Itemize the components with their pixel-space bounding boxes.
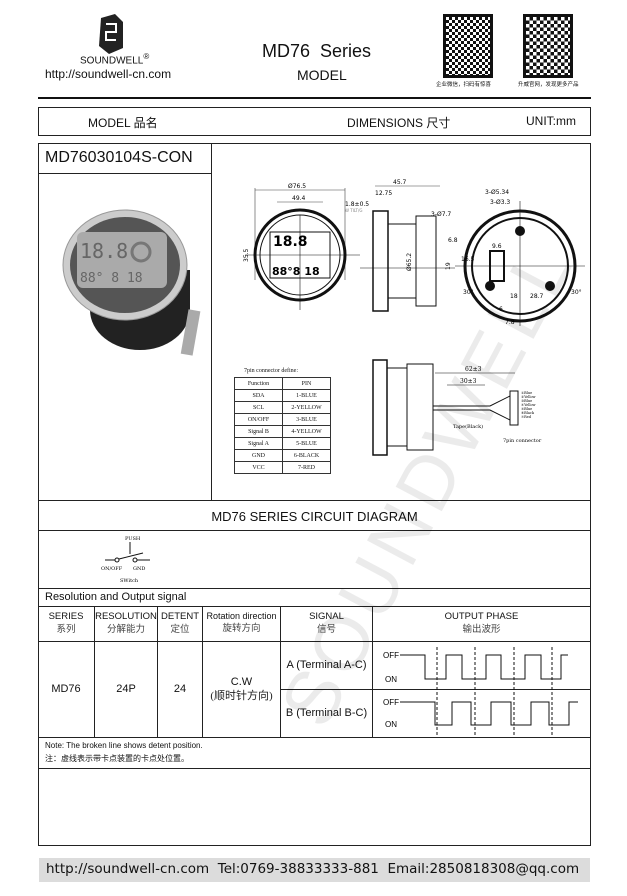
svg-text:9.6: 9.6 xyxy=(492,243,502,250)
rotation-value: C.W(顺时针方向) xyxy=(203,641,281,737)
svg-text:28.7: 28.7 xyxy=(530,293,544,300)
footer-contact: http://soundwell-cn.com Tel:0769-3883333… xyxy=(46,861,580,877)
footer-bar xyxy=(39,858,590,882)
note-zh: 注：虚线表示带卡点装置的卡点处位置。 xyxy=(45,754,189,763)
svg-text:49.4: 49.4 xyxy=(292,195,306,202)
svg-text:⑤Blue: ⑤Blue xyxy=(521,407,532,411)
svg-text:⑦Red: ⑦Red xyxy=(521,415,532,419)
svg-text:OFF: OFF xyxy=(383,651,399,660)
signal-a: A (Terminal A-C) xyxy=(281,641,373,689)
svg-text:18: 18 xyxy=(510,293,518,300)
waveform-a xyxy=(400,654,568,680)
svg-text:⑥Black: ⑥Black xyxy=(521,411,535,415)
qr-code-website xyxy=(523,14,573,78)
dimensions-label: DIMENSIONS 尺寸 xyxy=(347,116,451,130)
model-label: MODEL 品名 xyxy=(88,116,158,130)
svg-text:OFF: OFF xyxy=(383,698,399,707)
qr-caption-wechat: 企业微信，扫码有惊喜 xyxy=(436,82,492,88)
svg-text:GND: GND xyxy=(133,566,145,572)
switch-diagram: PUSH ON/OFF GND SWitch xyxy=(101,536,150,584)
signal-b: B (Terminal B-C) xyxy=(281,689,373,737)
svg-text:30°: 30° xyxy=(571,289,582,296)
waveform-b xyxy=(400,701,578,726)
rear-view-drawing: 3-Ø5.34 3-Ø3.3 9.6 16.5 18 28.7 30° 30° 7.86 xyxy=(455,189,585,326)
svg-text:3-Ø7.7: 3-Ø7.7 xyxy=(431,211,451,218)
series-value: MD76 xyxy=(38,641,95,737)
dim-76-5: Ø76.5 xyxy=(288,183,306,190)
svg-text:ON: ON xyxy=(385,675,397,684)
svg-text:ON/OFF: ON/OFF xyxy=(101,566,123,572)
svg-text:30±3: 30±3 xyxy=(460,378,477,385)
svg-text:Tape(Black): Tape(Black) xyxy=(453,423,483,430)
svg-text:45.7: 45.7 xyxy=(393,179,407,186)
svg-text:Ø65.2: Ø65.2 xyxy=(406,253,413,271)
svg-text:①Blue: ①Blue xyxy=(521,391,532,395)
product-image: 18.8 88° 8 18 xyxy=(62,209,201,356)
svg-text:②Yellow: ②Yellow xyxy=(521,395,536,399)
svg-text:35.5: 35.5 xyxy=(243,248,250,262)
svg-text:18.8: 18.8 xyxy=(80,239,128,263)
unit-label: UNIT:mm xyxy=(526,114,576,128)
front-view-drawing: Ø76.5 49.4 35.5 18.8 88°8 18 xyxy=(243,183,360,310)
label-bar xyxy=(38,107,591,136)
cable-view-drawing: 62±3 30±3 Tape(Black) 7pin connector ①Blue… xyxy=(372,359,542,456)
resolution-value: 24P xyxy=(95,641,158,737)
side-view-drawing: 45.7 12.75 1.8±0.5W TILT/G 3-Ø7.7 6.8 19… xyxy=(345,179,458,312)
header-url[interactable]: http://soundwell-cn.com xyxy=(45,67,172,81)
logo xyxy=(95,14,127,54)
main-frame xyxy=(38,143,591,846)
svg-text:④Yellow: ④Yellow xyxy=(521,403,536,407)
svg-text:SWitch: SWitch xyxy=(120,578,139,584)
svg-text:12.75: 12.75 xyxy=(375,190,392,197)
svg-text:7pin connector: 7pin connector xyxy=(503,438,542,444)
brand-name: SOUNDWELL® xyxy=(80,52,150,67)
model-name: MD76030104S-CON xyxy=(45,149,193,166)
svg-text:1.8±0.5: 1.8±0.5 xyxy=(345,201,369,208)
svg-text:6: 6 xyxy=(499,306,503,313)
header-divider xyxy=(38,97,591,99)
svg-text:18.8: 18.8 xyxy=(273,234,308,250)
svg-text:62±3: 62±3 xyxy=(465,366,482,373)
svg-text:19: 19 xyxy=(445,262,452,270)
svg-text:ON: ON xyxy=(385,720,397,729)
pin-table-title: 7pin connector define: xyxy=(244,368,298,374)
qr-caption-website: 升威官网，发现更多产品 xyxy=(518,82,579,88)
page-title: MD76 Series xyxy=(262,41,372,61)
detent-value: 24 xyxy=(158,641,203,737)
circuit-title: MD76 SERIES CIRCUIT DIAGRAM xyxy=(211,509,418,524)
svg-text:6.8: 6.8 xyxy=(448,237,458,244)
svg-text:88°8 18: 88°8 18 xyxy=(272,265,320,278)
svg-text:7.8: 7.8 xyxy=(505,319,515,326)
svg-text:③Blue: ③Blue xyxy=(521,399,532,403)
svg-text:W TILT/G: W TILT/G xyxy=(345,208,362,213)
note-en: Note: The broken line shows detent posit… xyxy=(45,741,203,750)
svg-text:30°: 30° xyxy=(463,289,474,296)
page-subtitle: MODEL xyxy=(297,67,347,83)
qr-code-wechat xyxy=(443,14,493,78)
svg-text:88° 8 18: 88° 8 18 xyxy=(80,271,143,286)
svg-text:3-Ø3.3: 3-Ø3.3 xyxy=(490,199,510,206)
resolution-title: Resolution and Output signal xyxy=(45,591,187,603)
svg-text:3-Ø5.34: 3-Ø5.34 xyxy=(485,189,509,196)
output-phase-waveform: OFF ON OFF ON xyxy=(383,647,578,737)
svg-text:16.5: 16.5 xyxy=(461,256,475,263)
svg-text:PUSH: PUSH xyxy=(125,536,141,542)
